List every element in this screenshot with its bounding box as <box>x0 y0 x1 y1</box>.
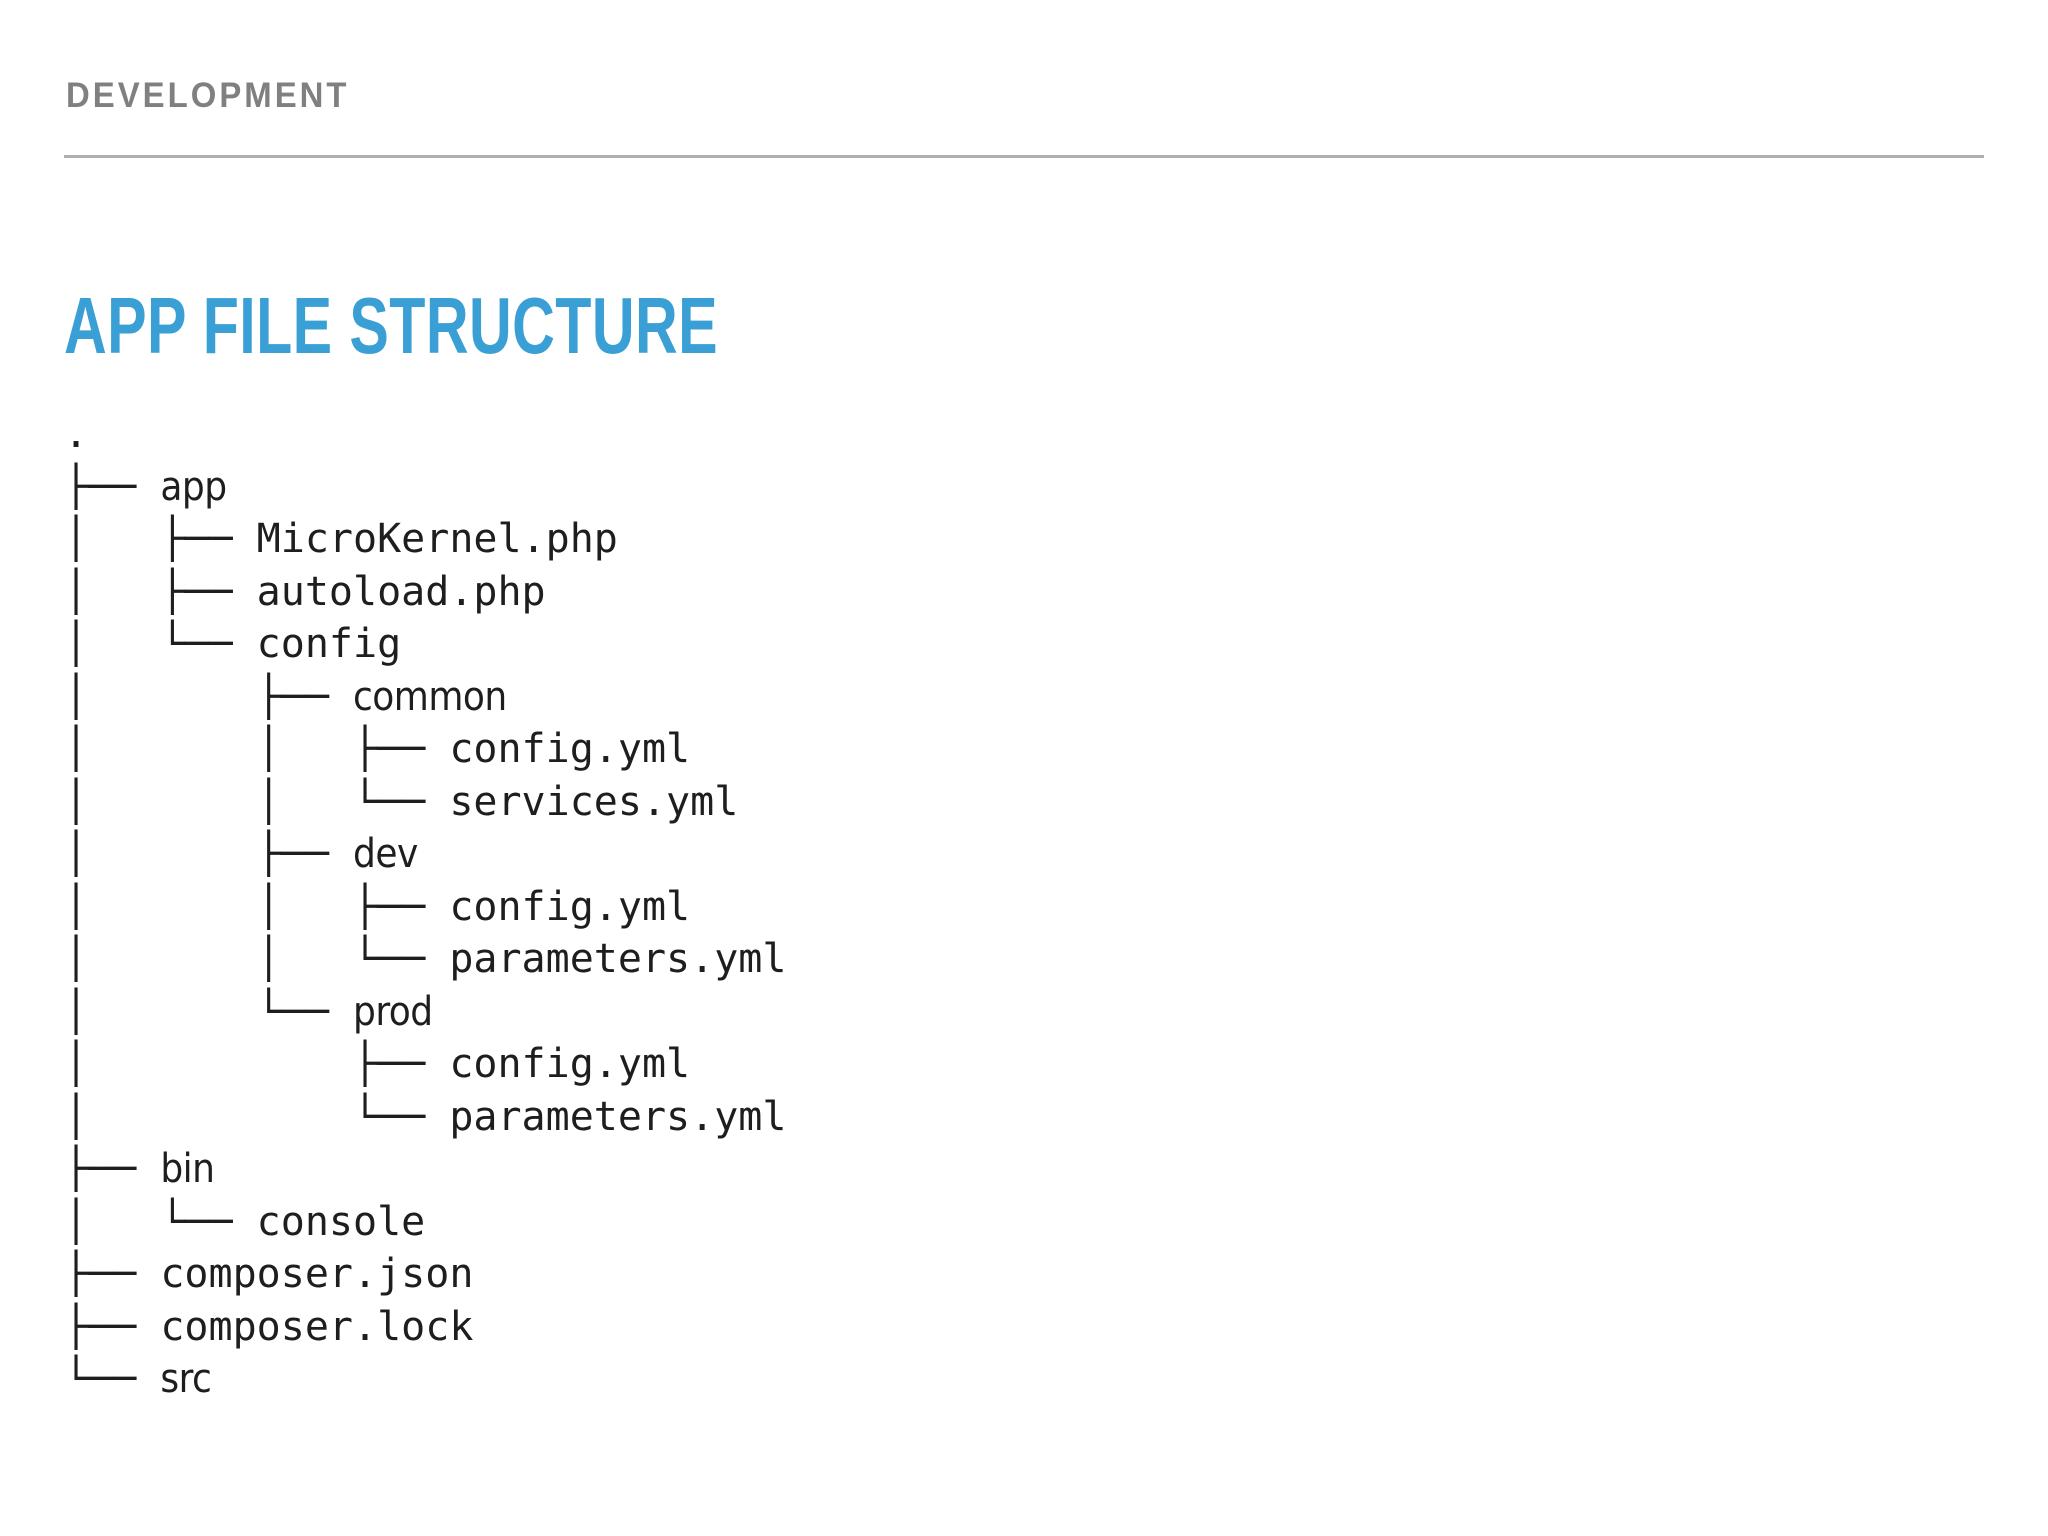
tree-row: │ ├── MicroKernel.php <box>64 513 786 566</box>
tree-row: │ │ ├── config.yml <box>64 723 786 776</box>
tree-guide-glyphs: │ ├── <box>64 673 353 720</box>
tree-row: │ ├── config.yml <box>64 1038 786 1091</box>
tree-file-name: parameters.yml <box>449 936 787 982</box>
tree-row: │ ├── autoload.php <box>64 566 786 619</box>
tree-directory-name: dev <box>352 831 418 877</box>
tree-directory-name: bin <box>160 1146 215 1192</box>
tree-directory-name: app <box>160 463 227 510</box>
tree-guide-glyphs: │ ├── <box>64 1041 450 1087</box>
tree-guide-glyphs: │ └── <box>64 988 353 1035</box>
tree-guide-glyphs: ├── <box>64 1303 161 1350</box>
tree-guide-glyphs: └── <box>64 1356 161 1402</box>
tree-guide-glyphs: │ │ └── <box>64 778 450 825</box>
tree-guide-glyphs: ├── <box>64 463 161 510</box>
tree-row: ├── composer.json <box>64 1248 786 1301</box>
tree-file-name: MicroKernel.php <box>256 516 618 562</box>
tree-guide-glyphs: . <box>64 411 89 457</box>
tree-row: │ └── config <box>64 618 786 671</box>
tree-row: │ ├── common <box>64 671 786 724</box>
tree-file-name: config.yml <box>449 726 691 772</box>
tree-row: ├── bin <box>64 1143 786 1196</box>
tree-file-name: services.yml <box>449 778 739 825</box>
tree-guide-glyphs: │ ├── <box>64 516 257 562</box>
tree-guide-glyphs: ├── <box>64 1251 161 1297</box>
tree-directory-name: common <box>352 673 507 720</box>
tree-directory-name: prod <box>352 988 433 1035</box>
header-divider <box>64 155 1984 158</box>
tree-guide-glyphs: │ ├── <box>64 568 257 615</box>
file-tree: .├── app│ ├── MicroKernel.php│ ├── autol… <box>64 408 786 1406</box>
tree-file-name: config.yml <box>449 883 691 930</box>
tree-row: │ └── prod <box>64 986 786 1039</box>
tree-row: │ ├── dev <box>64 828 786 881</box>
tree-guide-glyphs: │ │ ├── <box>64 726 450 772</box>
tree-file-name: config.yml <box>449 1041 691 1087</box>
tree-directory-name: src <box>160 1356 212 1402</box>
tree-guide-glyphs: │ └── <box>64 1198 257 1245</box>
tree-file-name: composer.json <box>160 1251 474 1297</box>
tree-file-name: composer.lock <box>160 1303 474 1350</box>
tree-file-name: config <box>256 621 402 667</box>
tree-guide-glyphs: │ │ └── <box>64 936 450 982</box>
tree-row: │ └── parameters.yml <box>64 1091 786 1144</box>
tree-row: . <box>64 408 786 461</box>
tree-guide-glyphs: ├── <box>64 1146 161 1192</box>
tree-row: │ └── console <box>64 1196 786 1249</box>
tree-row: │ │ ├── config.yml <box>64 881 786 934</box>
tree-row: ├── composer.lock <box>64 1301 786 1354</box>
tree-row: └── src <box>64 1353 786 1406</box>
tree-row: │ │ └── services.yml <box>64 776 786 829</box>
tree-file-name: console <box>256 1198 426 1245</box>
tree-guide-glyphs: │ ├── <box>64 831 353 877</box>
tree-guide-glyphs: │ │ ├── <box>64 883 450 930</box>
tree-guide-glyphs: │ └── <box>64 621 257 667</box>
tree-row: │ │ └── parameters.yml <box>64 933 786 986</box>
section-eyebrow-label: DEVELOPMENT <box>66 76 350 115</box>
tree-file-name: autoload.php <box>256 568 546 615</box>
page-title: APP FILE STRUCTURE <box>64 280 719 370</box>
tree-file-name: parameters.yml <box>449 1093 787 1140</box>
tree-row: ├── app <box>64 461 786 514</box>
tree-guide-glyphs: │ └── <box>64 1093 450 1140</box>
